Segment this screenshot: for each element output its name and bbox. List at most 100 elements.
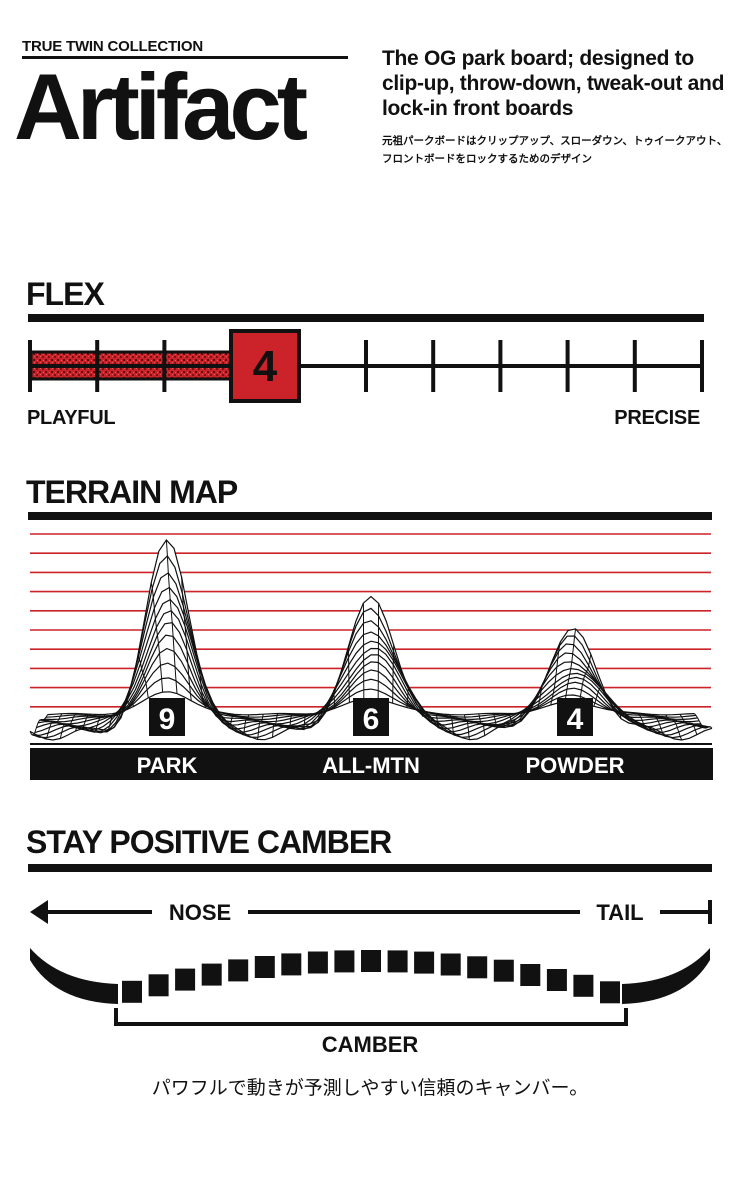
terrain-mesh-col (665, 714, 683, 741)
terrain-score-box (353, 698, 389, 736)
terrain-mesh-col (463, 714, 470, 740)
product-title: Artifact (14, 54, 308, 159)
terrain-mesh-row (41, 634, 701, 725)
camber-divider (28, 864, 712, 872)
terrain-title: TERRAIN MAP (26, 474, 238, 510)
terrain-mesh-col (535, 678, 546, 710)
terrain-mesh-row (31, 554, 711, 739)
flex-value-box (229, 329, 301, 403)
camber-dash (334, 950, 355, 973)
product-tagline-jp: 元祖パークボードはクリップアップ、スローダウン、トゥイークアウト、フロントボード… (382, 135, 728, 165)
terrain-mesh-col (44, 713, 63, 740)
tail-label: TAIL (596, 900, 643, 925)
camber-dash (387, 950, 408, 973)
terrain-mesh-col (608, 704, 622, 719)
terrain-mesh-col (226, 713, 235, 729)
terrain-mesh-col (550, 641, 561, 706)
terrain-score: 9 (159, 703, 176, 736)
board-nose-profile (30, 948, 118, 1004)
camber-dash (493, 959, 514, 982)
camber-dash (307, 951, 328, 974)
camber-dash (546, 969, 567, 991)
terrain-mesh-col (196, 653, 207, 708)
terrain-mesh-col (317, 709, 322, 723)
camber-bracket (114, 1008, 628, 1026)
terrain-mesh-row (42, 647, 700, 723)
camber-dash (228, 959, 249, 982)
terrain-mesh-col (694, 713, 713, 729)
terrain-mesh-col (636, 712, 652, 731)
camber-diagram: NOSE TAIL CAMBER (30, 900, 712, 1057)
terrain-mesh-col (650, 713, 667, 737)
camber-dash (467, 956, 488, 979)
terrain-label-bar (30, 748, 713, 780)
camber-dash (281, 953, 302, 976)
terrain-mesh-col (478, 713, 486, 736)
terrain-score: 6 (363, 703, 380, 736)
camber-dash (600, 981, 620, 1004)
nose-label: NOSE (169, 900, 231, 925)
terrain-mesh-col (449, 714, 455, 736)
camber-dash (201, 963, 222, 986)
terrain-label: POWDER (526, 753, 625, 778)
camber-dash (175, 968, 196, 991)
terrain-mesh-col (105, 711, 120, 733)
camber-dash (520, 964, 541, 986)
terrain-mesh-col (90, 714, 106, 733)
terrain-mesh-col (492, 713, 501, 728)
terrain-mesh-col (521, 707, 531, 714)
nose-arrow-icon (30, 900, 48, 924)
collection-divider (22, 56, 348, 59)
camber-title: STAY POSITIVE CAMBER (26, 824, 392, 860)
terrain-mesh-row (36, 598, 706, 732)
camber-dash (254, 956, 275, 978)
terrain-mesh-col (256, 714, 264, 740)
camber-dash (440, 953, 461, 976)
product-tagline: The OG park board; designed to clip-up, … (382, 47, 725, 120)
terrain-score-box (149, 698, 185, 736)
terrain-mesh-col (75, 713, 91, 732)
terrain-mesh-col (622, 711, 637, 725)
camber-dash (573, 974, 594, 997)
terrain-mesh-col (392, 645, 395, 704)
terrain-mesh-row (37, 609, 705, 730)
terrain-mesh-col (211, 701, 221, 717)
terrain-divider (28, 512, 712, 520)
terrain-mesh-col (135, 656, 149, 698)
terrain-mesh-col (578, 654, 592, 703)
terrain-mesh-col (421, 708, 425, 718)
terrain-score: 4 (567, 703, 584, 736)
flex-scale: 4 (28, 329, 704, 403)
terrain-mesh-col (59, 713, 77, 739)
terrain-mesh-col (435, 712, 440, 729)
flex-left-label: PLAYFUL (27, 407, 116, 429)
terrain-mesh-col (564, 628, 577, 702)
camber-dash (414, 951, 435, 974)
terrain-score-box (557, 698, 593, 736)
terrain-mesh-col (241, 714, 250, 736)
flex-divider (28, 314, 704, 322)
flex-title: FLEX (26, 276, 105, 312)
camber-note-jp: パワフルで動きが予測しやすい信頼のキャンバー。 (151, 1078, 589, 1099)
camber-dashes (122, 950, 620, 1004)
terrain-mesh-col (120, 699, 135, 719)
camber-dash (148, 974, 169, 997)
terrain-mesh-row (39, 622, 703, 727)
terrain-mesh-col (679, 714, 698, 735)
flex-right-label: PRECISE (614, 407, 700, 429)
terrain-mesh-col (150, 582, 164, 693)
board-tail-profile (622, 948, 710, 1004)
terrain-mesh-col (29, 714, 49, 736)
flex-value-text: 4 (253, 342, 278, 391)
terrain-mesh-col (165, 539, 178, 694)
terrain-mesh (29, 539, 713, 745)
terrain-mesh-col (593, 687, 607, 707)
camber-dash (361, 950, 381, 972)
terrain-mesh-col (181, 577, 192, 701)
terrain-label: ALL-MTN (322, 753, 420, 778)
terrain-mesh-col (347, 646, 350, 703)
terrain-label: PARK (137, 753, 198, 778)
camber-dash (122, 980, 142, 1003)
terrain-mesh-col (302, 713, 307, 731)
